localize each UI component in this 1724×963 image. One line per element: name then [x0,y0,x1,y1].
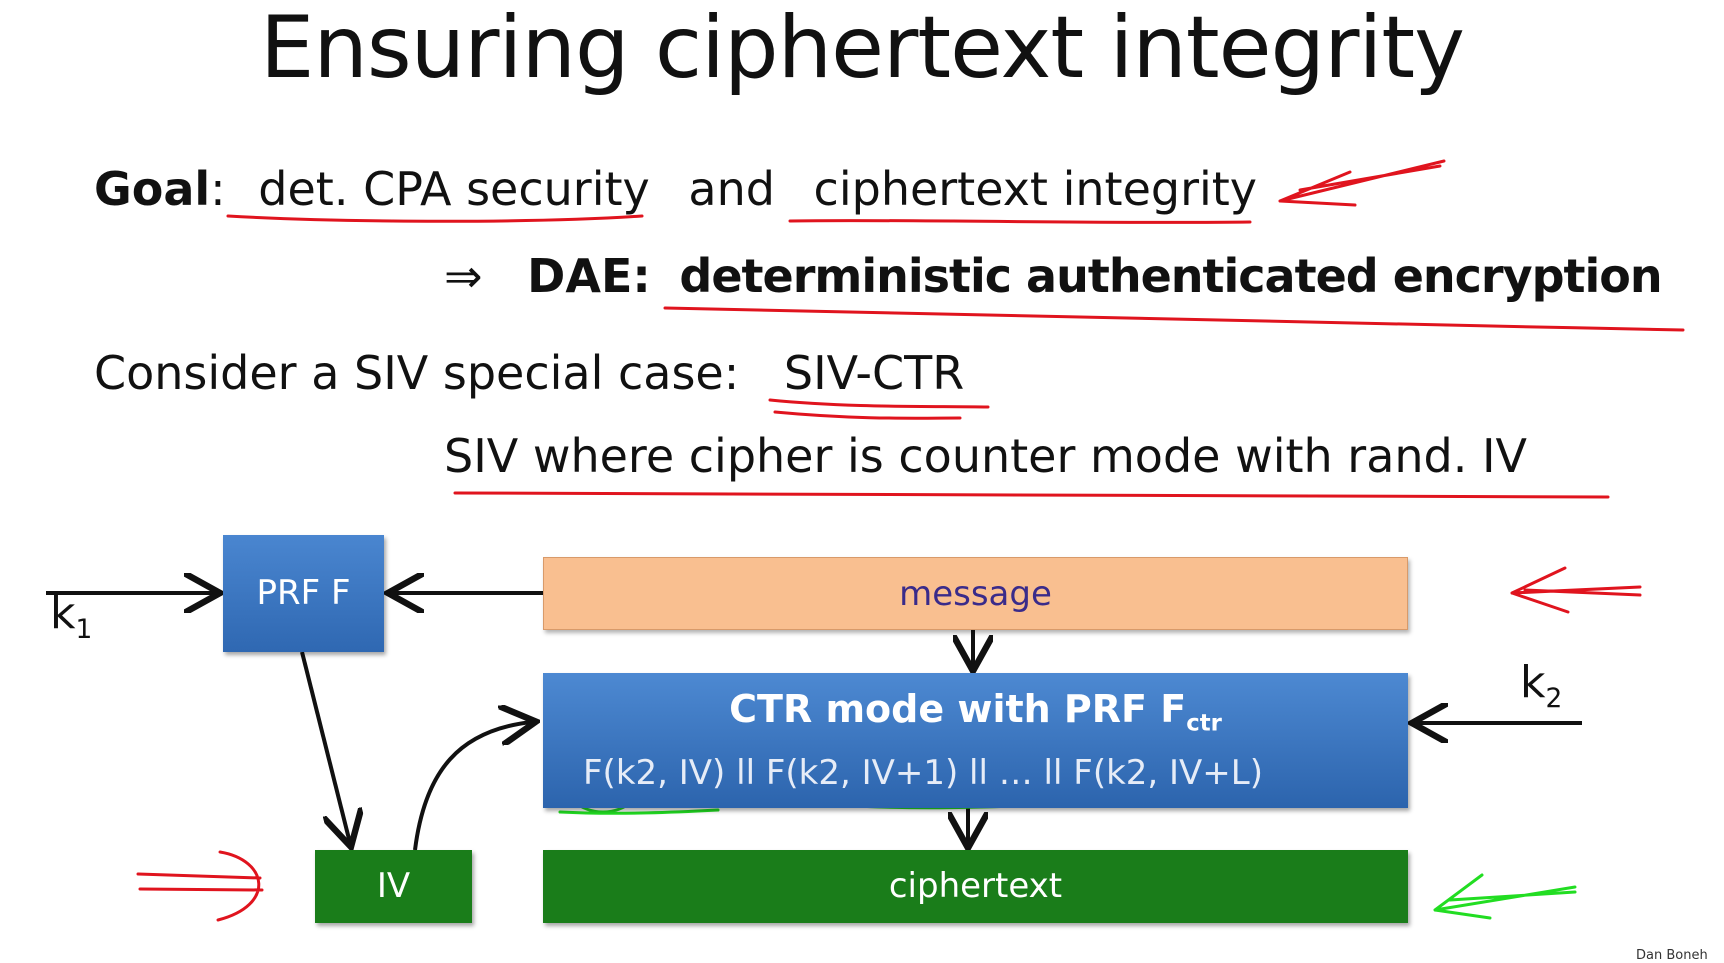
red-arrow-message [1510,566,1642,614]
iv-box: IV [315,850,472,923]
ctr-title: CTR mode with PRF Fctr [729,687,1222,737]
siv-ctr-label: SIV-CTR [783,346,965,400]
goal-label: Goal [94,162,211,216]
underline-ciphertext-integrity [788,219,1252,224]
green-arrow-ciphertext [1433,873,1577,920]
dae-definition: deterministic authenticated encryption [679,249,1662,303]
prf-to-iv-arrow [300,651,350,843]
consider-text: Consider a SIV special case: [94,346,740,400]
goal-and: and [688,162,775,216]
message-box: message [543,557,1408,630]
dae-line: ⇒ DAE: deterministic authenticated encry… [444,249,1663,303]
siv-description: SIV where cipher is counter mode with ra… [444,429,1528,483]
ctr-formula: F(k2, IV) ll F(k2, IV+1) ll … ll F(k2, I… [583,753,1263,793]
dae-label: DAE: [527,249,651,303]
slide-title: Ensuring ciphertext integrity [260,0,1465,98]
underline-siv-desc [453,491,1610,499]
green-underline-term1 [558,808,720,815]
red-arrow-iv [136,850,264,922]
red-arrow-goal [1278,159,1446,207]
implies-symbol: ⇒ [444,249,483,303]
goal-colon: : [210,162,226,216]
prf-box: PRF F [223,535,384,652]
consider-line: Consider a SIV special case: SIV-CTR [94,346,964,400]
ciphertext-box: ciphertext [543,850,1408,923]
underline-det-cpa [226,214,644,223]
ctr-mode-box: CTR mode with PRF Fctr F(k2, IV) ll F(k2… [543,673,1408,808]
red-annotations [136,159,1685,922]
iv-to-ctr-arrow [413,722,532,851]
goal-det-cpa: det. CPA security [258,162,650,216]
k1-label: k1 [50,588,93,645]
goal-line: Goal: det. CPA security and ciphertext i… [94,162,1257,216]
goal-ciphertext-integrity: ciphertext integrity [813,162,1258,216]
author-footer: Dan Boneh [1636,948,1708,963]
k2-label: k2 [1520,657,1563,714]
underline-siv-ctr [768,398,990,420]
underline-dae [663,306,1685,332]
